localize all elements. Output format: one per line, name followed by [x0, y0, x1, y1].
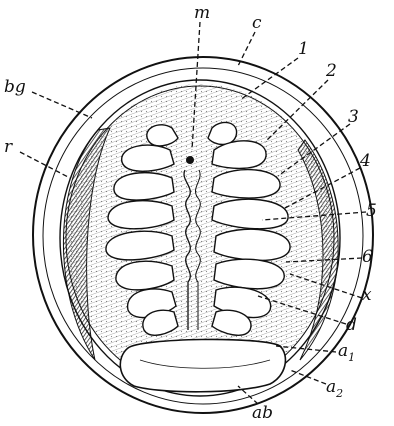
right-appendage-4 [212, 199, 288, 229]
label-x: x [362, 285, 372, 305]
label-a2-main: a [326, 377, 336, 397]
left-appendage-2 [122, 145, 174, 171]
label-r: r [4, 137, 13, 157]
left-appendage-4 [108, 201, 174, 229]
label-ab: ab [252, 403, 273, 423]
label-2: 2 [325, 61, 337, 81]
leader-a2 [290, 370, 326, 384]
right-appendage-3 [212, 170, 280, 198]
label-5: 5 [366, 201, 377, 221]
label-a1-sub: 1 [348, 351, 355, 364]
label-c: c [252, 13, 262, 33]
right-appendage-6 [214, 259, 284, 289]
right-appendage-5 [214, 229, 290, 260]
label-a2-sub: 2 [335, 387, 343, 400]
label-3: 3 [348, 107, 359, 127]
label-bg: bg [4, 77, 26, 97]
label-d: d [346, 315, 357, 335]
label-m: m [194, 3, 210, 23]
label-a2: a2 [326, 377, 343, 400]
leader-bg [32, 92, 92, 118]
label-a1: a1 [338, 341, 355, 364]
label-4: 4 [359, 151, 371, 171]
abdomen-ab [120, 339, 285, 391]
median-spot [186, 156, 194, 164]
left-appendage-3 [114, 173, 174, 200]
label-6: 6 [362, 247, 373, 267]
label-1: 1 [298, 39, 309, 59]
leader-c [238, 32, 255, 66]
label-a1-main: a [338, 341, 348, 361]
